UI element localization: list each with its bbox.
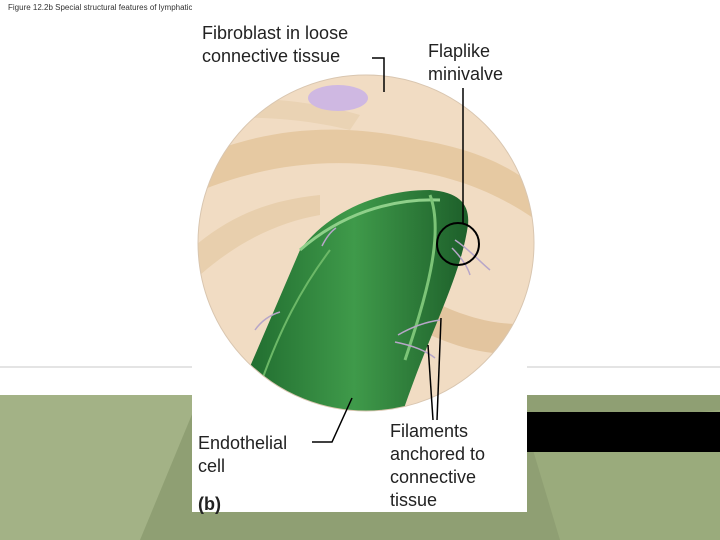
slide-green-band-light — [0, 395, 200, 540]
figure-caption: Figure 12.2b Special structural features… — [8, 3, 233, 12]
panel-letter: (b) — [198, 494, 221, 514]
label-flaplike-minivalve: Flaplike minivalve — [428, 41, 504, 84]
slide-black-bar — [527, 412, 720, 452]
label-filaments: Filaments anchored to connective tissue — [390, 421, 486, 510]
label-endothelial-cell: Endothelial cell — [198, 433, 288, 476]
label-fibroblast: Fibroblast in loose connective tissue — [202, 23, 349, 66]
